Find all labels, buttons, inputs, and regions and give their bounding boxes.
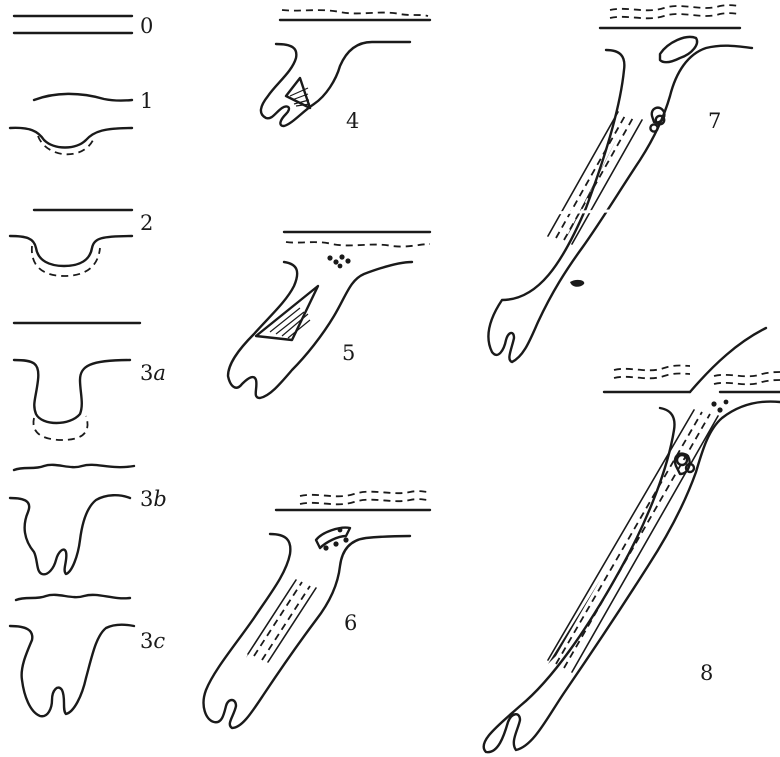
stage-5: 5	[228, 232, 430, 398]
stage-3a: 3a	[14, 323, 166, 440]
stage-2-label: 2	[140, 211, 153, 235]
stage-5-label: 5	[342, 341, 355, 365]
stage-6-label: 6	[344, 611, 357, 635]
stage-3a-label: 3a	[140, 361, 166, 385]
stage-7-label: 7	[708, 109, 721, 133]
stage-3c-label: 3c	[140, 629, 165, 653]
stage-2: 2	[10, 210, 153, 276]
stage-0: 0	[14, 14, 153, 38]
stage-4-label: 4	[346, 109, 359, 133]
stage-3b-label: 3b	[140, 487, 167, 511]
stage-7: 7	[488, 5, 752, 362]
stage-3b: 3b	[10, 465, 167, 574]
stage-1: 1	[10, 89, 153, 154]
stage-4: 4	[261, 10, 430, 133]
stage-0-label: 0	[140, 14, 153, 38]
stage-8: 8	[484, 328, 780, 752]
stage-3c: 3c	[10, 595, 165, 716]
stage-1-label: 1	[140, 89, 153, 113]
stage-8-label: 8	[700, 661, 713, 685]
stage-6: 6	[204, 491, 430, 728]
